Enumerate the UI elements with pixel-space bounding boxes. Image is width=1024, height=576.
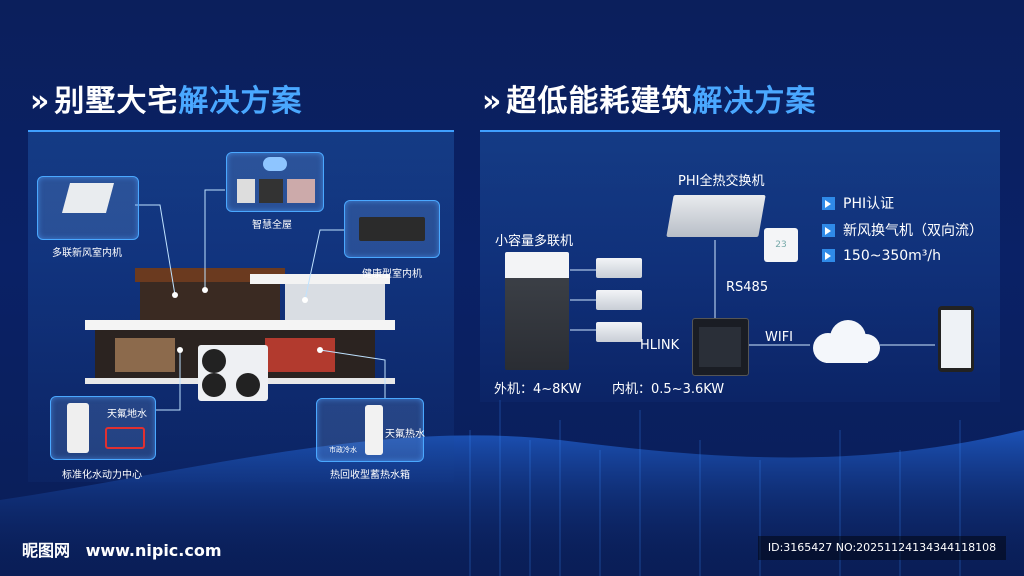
card-healthy-unit [344, 200, 440, 258]
bullet-item: PHI认证 [822, 193, 894, 213]
left-title-plain: 别墅大宅 [54, 84, 179, 119]
right-title: »超低能耗建筑解决方案 [482, 76, 816, 120]
bullet-item: 150~350m³/h [822, 248, 941, 264]
cloud-icon [263, 157, 287, 171]
card-power-center: 天氟地水 [50, 396, 156, 460]
label-floor-heating: 天氟地水 [107, 409, 147, 420]
label-tank-badge: 天氟热水 [385, 429, 425, 440]
tank-icon [365, 405, 383, 455]
vrf-outdoor-unit [505, 252, 569, 370]
left-title-highlight: 解决方案 [178, 84, 303, 119]
cloud-icon [813, 320, 880, 363]
label-wifi: WIFI [765, 330, 793, 345]
label-water-tank: 热回收型蓄热水箱 [330, 470, 410, 481]
floor-heating-icon [105, 427, 145, 449]
watermark-id: ID:3165427 NO:20251124134344118108 [758, 536, 1006, 560]
watermark-logo: 昵图网 www.nipic.com [22, 541, 222, 560]
card-smart-home [226, 152, 324, 212]
play-icon [822, 197, 835, 210]
chevron-icon: » [30, 84, 51, 119]
label-indoor-power: 内机：0.5~3.6KW [612, 382, 725, 397]
label-smart-home: 智慧全屋 [252, 220, 292, 231]
play-icon [822, 249, 835, 262]
label-power-center: 标准化水动力中心 [62, 470, 142, 481]
label-tap-water: 市政冷水 [329, 446, 357, 454]
indoor-duct-unit [596, 322, 642, 342]
label-rs485: RS485 [726, 280, 769, 295]
label-hlink: HLINK [640, 338, 680, 353]
right-title-highlight: 解决方案 [692, 84, 817, 119]
tank-icon [67, 403, 89, 453]
card-water-tank: 天氟热水 市政冷水 [316, 398, 425, 462]
label-healthy-unit: 健康型室内机 [362, 269, 422, 280]
card-indoor-unit [37, 176, 139, 240]
label-small-vrf: 小容量多联机 [495, 234, 574, 249]
right-connector-lines [570, 240, 935, 346]
label-indoor-unit: 多联新风室内机 [52, 248, 122, 259]
indoor-duct-unit [596, 258, 642, 278]
watermark-site: www.nipic.com [85, 541, 222, 560]
control-panel [692, 318, 749, 376]
screen-icon [259, 179, 283, 203]
heat-exchanger-unit [666, 195, 766, 237]
thermostat-panel: 23 [764, 228, 798, 262]
outdoor-unit-villa [198, 345, 268, 401]
phone-icon [938, 306, 974, 372]
right-title-plain: 超低能耗建筑 [506, 84, 693, 119]
indoor-duct-unit [596, 290, 642, 310]
bullet-item: 新风换气机（双向流） [822, 220, 983, 240]
label-heat-exchanger: PHI全热交换机 [678, 174, 765, 189]
left-title: »别墅大宅解决方案 [30, 76, 302, 120]
screen-icon [287, 179, 315, 203]
label-outdoor-power: 外机：4~8KW [494, 382, 582, 397]
left-connector-lines [135, 189, 386, 411]
chevron-icon: » [482, 84, 503, 119]
play-icon [822, 224, 835, 237]
duct-unit-icon [359, 217, 425, 241]
screen-icon [237, 179, 255, 203]
